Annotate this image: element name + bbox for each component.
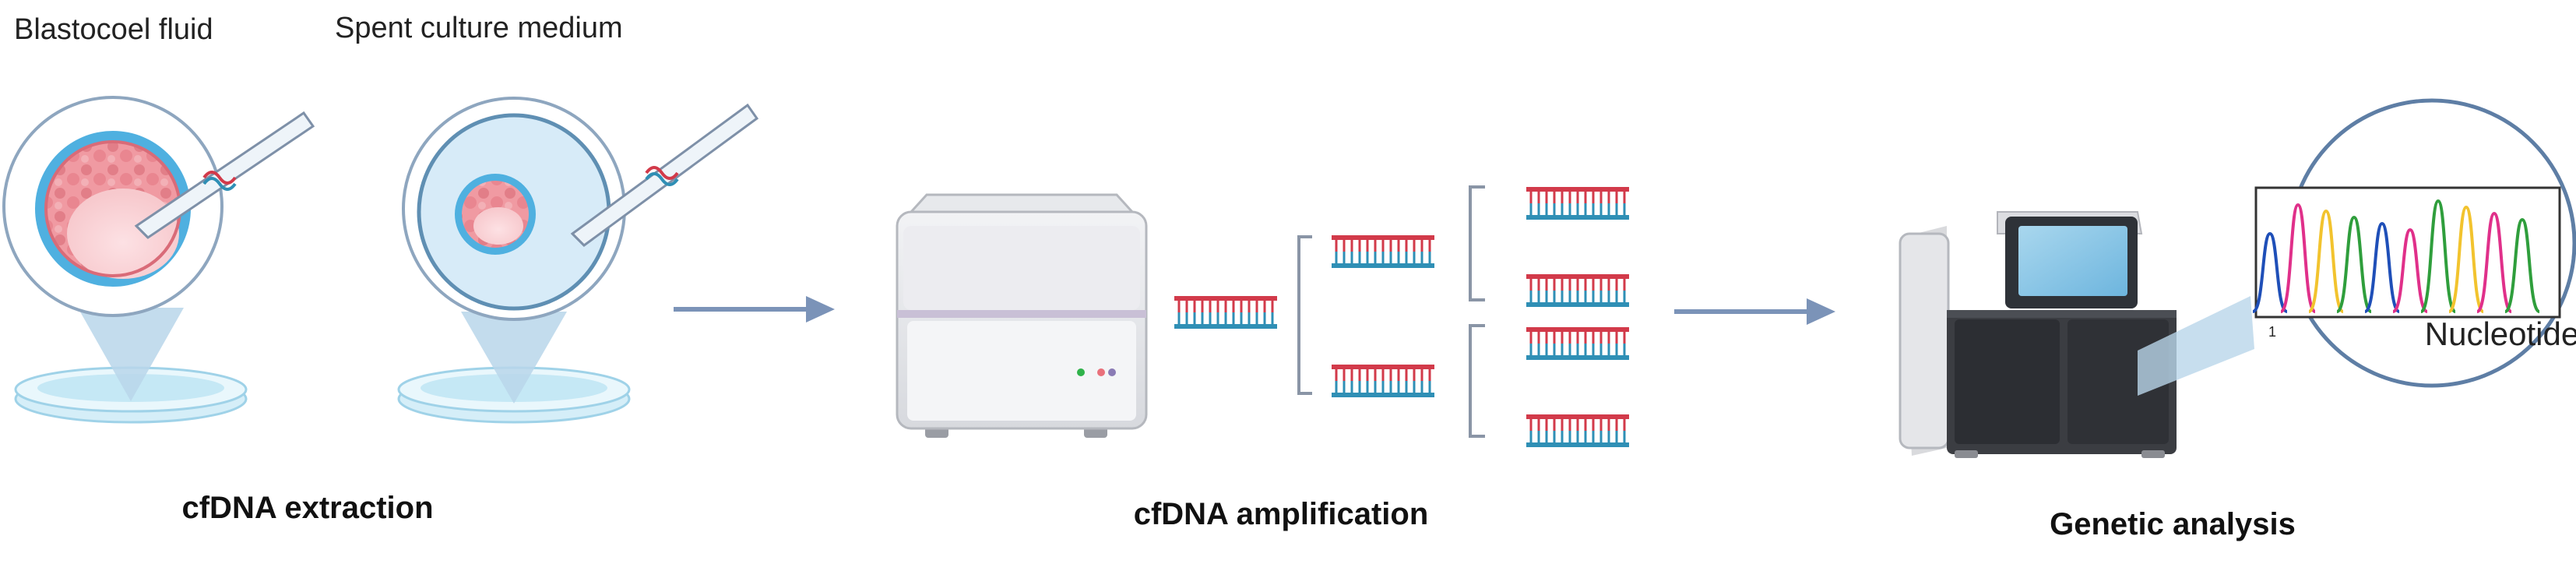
dna-strand [1526, 414, 1629, 447]
sequencer [1899, 211, 2177, 458]
dna-strand [1526, 274, 1629, 307]
chromatogram-peak [2363, 221, 2401, 313]
arrow-2 [1674, 298, 1835, 325]
nucleotide-axis-label: Nucleotide [2425, 315, 2576, 352]
dna-amplification-cascade [1174, 187, 1629, 447]
dna-strand [1526, 327, 1629, 360]
tick-start: 1 [2268, 324, 2276, 340]
chromatogram-peak [2448, 205, 2485, 313]
dna-strand [1526, 187, 1629, 220]
thermal-cycler [896, 193, 1148, 438]
chromatogram-peak [2391, 227, 2429, 313]
blastocoel-fluid-label: Blastocoel fluid [14, 13, 213, 46]
chromatogram-peak [2279, 203, 2317, 313]
embryo-zoom-circle [402, 97, 626, 321]
magnify-cone-2 [461, 312, 567, 404]
amplification-brackets [1297, 185, 1485, 438]
micropipette-2 [570, 103, 759, 247]
dna-strand [1332, 365, 1434, 397]
dna-strand [1174, 296, 1277, 329]
spent-culture-medium-label: Spent culture medium [335, 12, 623, 44]
chromatogram-peak [2251, 231, 2289, 313]
chromatogram-traces [2251, 199, 2541, 313]
chromatogram-peak [2335, 215, 2373, 313]
step-cfdna-extraction: cfDNA extraction [181, 491, 433, 525]
step-genetic-analysis: Genetic analysis [2050, 507, 2296, 541]
chromatogram-peak [2307, 209, 2345, 313]
magnify-cone-1 [78, 308, 184, 401]
chromatogram-peak [2419, 199, 2457, 313]
micropipette-1 [134, 111, 315, 239]
chromatogram-zoom-circle: 1 Nucleotide 10 [2251, 98, 2576, 388]
blastocyst-zoom-circle [2, 96, 223, 317]
magnify-cone-3 [2138, 296, 2254, 396]
step-cfdna-amplification: cfDNA amplification [1134, 497, 1429, 531]
arrow-1 [674, 296, 835, 323]
chromatogram-frame [2254, 186, 2561, 319]
chromatogram-peak [2476, 211, 2513, 313]
dna-strand [1332, 235, 1434, 268]
chromatogram-peak [2504, 217, 2541, 313]
